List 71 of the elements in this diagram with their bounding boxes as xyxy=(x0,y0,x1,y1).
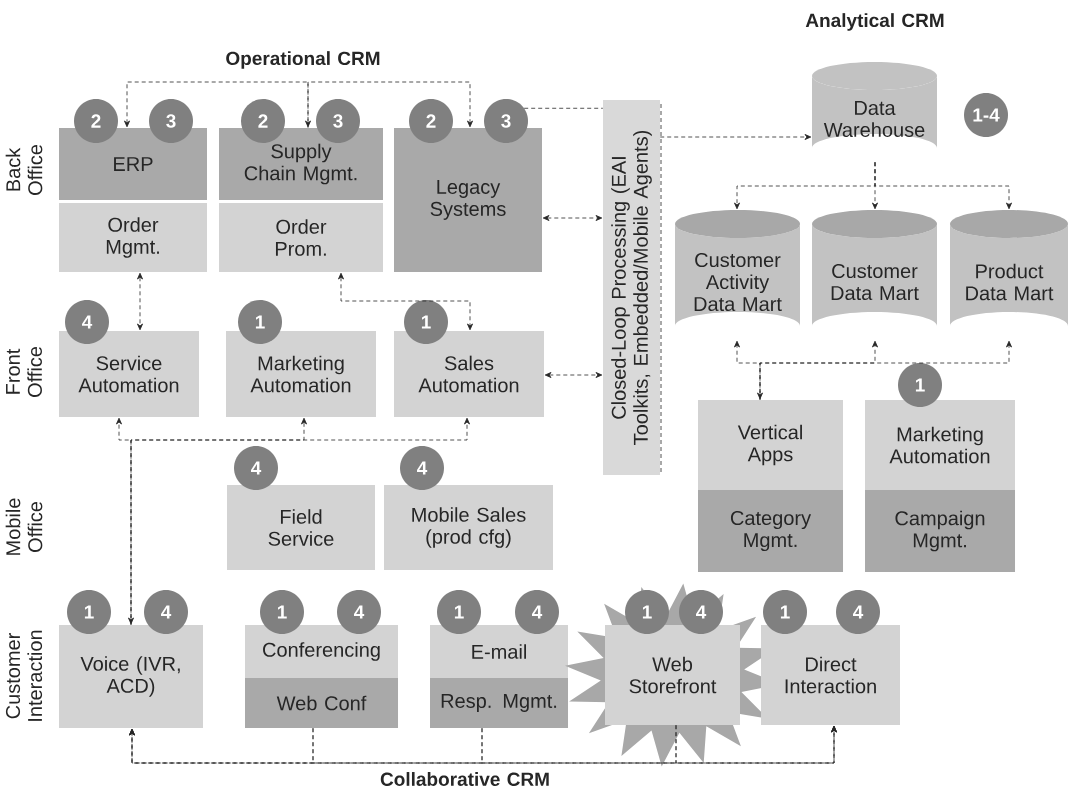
number-badge: 4 xyxy=(337,590,381,634)
row-label: Customer Interaction xyxy=(5,630,43,721)
number-badge: 3 xyxy=(149,99,193,143)
database-cylinder: Customer Data Mart xyxy=(812,210,937,326)
number-badge: 4 xyxy=(400,446,444,490)
section-title: Operational CRM xyxy=(226,51,380,69)
process-box: Sales Automation xyxy=(394,331,544,417)
process-box: ERP xyxy=(59,128,207,200)
process-box: E-mail xyxy=(430,625,568,678)
number-badge: 2 xyxy=(409,99,453,143)
process-box: Conferencing xyxy=(245,625,398,678)
database-cylinder: Product Data Mart xyxy=(950,210,1068,326)
process-box: Web Storefront xyxy=(605,625,740,725)
number-badge: 1 xyxy=(67,590,111,634)
dashed-arrow xyxy=(124,81,311,128)
process-box: Category Mgmt. xyxy=(698,490,843,572)
process-box: Vertical Apps xyxy=(698,400,843,490)
number-badge: 1 xyxy=(260,590,304,634)
number-badge: 1-4 xyxy=(964,93,1008,137)
process-box: Marketing Automation xyxy=(226,331,376,417)
section-title: Analytical CRM xyxy=(805,13,944,31)
dashed-arrow xyxy=(874,161,1012,210)
dashed-arrow xyxy=(116,417,134,625)
dashed-arrow xyxy=(759,340,1012,401)
dashed-arrow xyxy=(659,103,812,473)
number-badge: 1 xyxy=(898,363,942,407)
number-badge: 2 xyxy=(241,99,285,143)
vertical-band: Closed-Loop Processing (EAI Toolkits, Embedded/Mobile Agents) xyxy=(603,100,660,475)
number-badge: 2 xyxy=(74,99,118,143)
process-box: Direct Interaction xyxy=(761,625,900,725)
number-badge: 4 xyxy=(65,300,109,344)
dashed-arrow xyxy=(544,372,603,378)
process-box: Web Conf xyxy=(245,678,398,728)
process-box: Marketing Automation xyxy=(865,400,1015,490)
dashed-arrow xyxy=(338,272,473,331)
dashed-arrow xyxy=(481,725,837,764)
process-box: Order Prom. xyxy=(219,203,383,272)
connector-line xyxy=(523,107,604,109)
row-label: Mobile Office xyxy=(5,498,43,555)
process-box: Legacy Systems xyxy=(394,128,542,272)
dashed-arrow xyxy=(137,272,143,331)
dashed-arrow xyxy=(675,724,837,764)
dashed-arrow xyxy=(734,340,763,400)
process-box: Mobile Sales (prod cfg) xyxy=(384,485,553,570)
row-label: Back Office xyxy=(5,144,43,195)
database-cylinder: Customer Activity Data Mart xyxy=(675,210,800,326)
number-badge: 4 xyxy=(679,590,723,634)
process-box: Resp. Mgmt. xyxy=(430,678,568,728)
number-badge: 3 xyxy=(484,99,528,143)
number-badge: 1 xyxy=(763,590,807,634)
row-label: Front Office xyxy=(6,346,42,397)
dashed-arrow xyxy=(307,81,473,129)
number-badge: 1 xyxy=(238,300,282,344)
number-badge: 1 xyxy=(404,300,448,344)
number-badge: 1 xyxy=(437,590,481,634)
number-badge: 4 xyxy=(144,590,188,634)
number-badge: 4 xyxy=(234,446,278,490)
number-badge: 1 xyxy=(625,590,669,634)
number-badge: 3 xyxy=(316,99,360,143)
process-box: Service Automation xyxy=(59,331,199,417)
process-box: Voice (IVR, ACD) xyxy=(59,625,203,728)
process-box: Order Mgmt. xyxy=(59,203,207,272)
number-badge: 4 xyxy=(515,590,559,634)
dashed-arrow xyxy=(542,215,603,221)
process-box: Field Service xyxy=(227,485,375,570)
process-box: Supply Chain Mgmt. xyxy=(219,128,383,200)
number-badge: 4 xyxy=(836,590,880,634)
dashed-arrow xyxy=(130,417,470,626)
process-box: Campaign Mgmt. xyxy=(865,490,1015,572)
section-title: Collaborative CRM xyxy=(380,772,549,786)
database-cylinder: Data Warehouse xyxy=(812,62,937,148)
